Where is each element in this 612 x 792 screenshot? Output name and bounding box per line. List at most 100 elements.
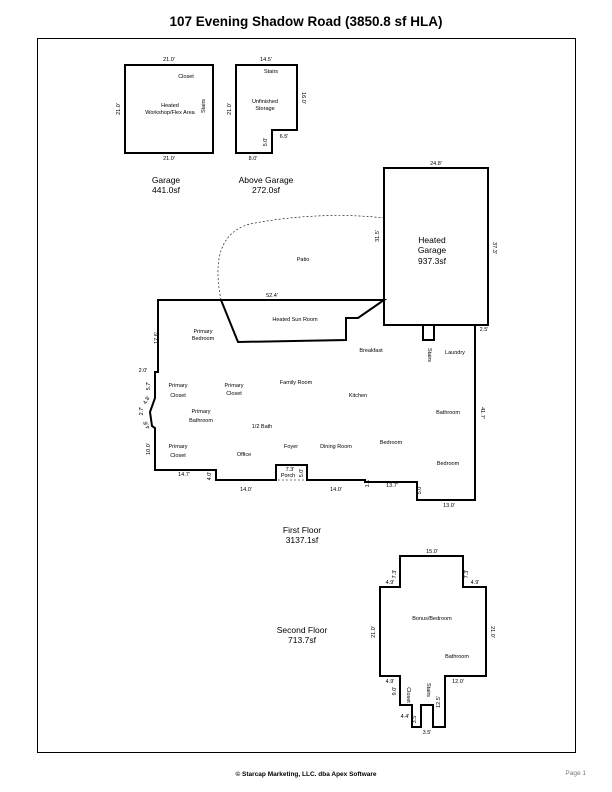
garage-dim-left: 21.0' [116,103,122,115]
sf-dim-tail-b: 3.5' [412,715,418,724]
room-bedroom-b: Bedroom [437,461,460,467]
room-laundry: Laundry [445,350,465,356]
room-kitchen: Kitchen [349,393,367,399]
ff-dim-garage-right: 37.3' [491,242,497,254]
sf-dim-right-notch-v: 7.3' [464,570,470,579]
room-half-bath: 1/2 Bath [252,424,273,430]
ff-dim-left-step: 2.0' [139,368,148,374]
sf-dim-bottom-right: 12.0' [452,679,464,685]
above-garage-room-storage-line2: Storage [255,106,274,112]
ff-dim-left-d: 4.8' [142,419,152,430]
ff-dim-left-b: 2.7' [139,407,145,416]
ff-dim-left-lower: 10.0' [146,443,152,455]
garage-room-stairs: Stairs [201,99,207,113]
above-garage-room-storage-line1: Unfinished [252,99,278,105]
above-garage-area: 272.0sf [252,185,281,195]
sf-room-stairs: Stairs [425,683,431,697]
room-primary-bathroom-line2: Bathroom [189,418,213,424]
room-sunroom: Heated Sun Room [272,317,318,323]
above-garage-outline [235,64,298,154]
second-floor-outline [379,555,487,728]
ff-dim-bottom-b: 4.0' [207,472,213,481]
room-primary-closet-c-line1: Primary [169,444,188,450]
sf-dim-top: 15.0' [426,549,438,555]
above-garage-room-stairs: Stairs [264,69,278,75]
first-floor-caption: First Floor [283,525,321,535]
sf-dim-left: 21.0' [371,626,377,638]
room-primary-bedroom-line1: Primary [194,329,213,335]
ff-dim-bottom-d: 14.0' [330,487,342,493]
garage-dim-bottom: 21.0' [163,156,175,162]
room-primary-closet-a-line1: Primary [169,383,188,389]
room-bedroom-a: Bedroom [380,440,403,446]
footer-copyright: © Starcap Marketing, LLC. dba Apex Softw… [235,771,377,778]
sf-dim-tail-c: 3.5' [423,730,432,736]
ff-dim-garage-left: 31.5' [375,230,381,242]
sf-dim-tail-a: 4.4' [401,714,410,720]
drawing-frame [37,38,576,753]
room-breakfast: Breakfast [359,348,383,354]
above-garage-dim-top: 14.5' [260,57,272,63]
sf-dim-right-notch-h: 4.9' [471,580,480,586]
above-garage-dim-step-v: 5.0' [263,138,269,147]
garage-area: 441.0sf [152,185,181,195]
ff-dim-left-a: 5.7' [146,382,152,391]
second-floor-area: 713.7sf [288,635,317,645]
ff-dim-garage-top: 24.8' [430,161,442,167]
garage-room-workshop-line1: Heated [161,103,179,109]
heated-garage-area: 937.3sf [418,256,447,266]
room-primary-bathroom-line1: Primary [192,409,211,415]
page-number: Page 1 [565,770,586,777]
ff-dim-bottom-g: 5.0' [417,486,423,495]
sf-dim-left-notch-h: 4.9' [386,580,395,586]
sf-room-closet: Closet [405,687,411,703]
ff-dim-bottom-h: 13.0' [443,503,455,509]
room-patio: Patio [297,257,310,263]
room-stairs: Stairs [426,348,432,362]
room-primary-closet-b-line2: Closet [226,391,242,397]
room-bathroom: Bathroom [436,410,460,416]
sf-dim-stairs-v: 12.5' [436,696,442,708]
sf-dim-right: 21.0' [489,626,495,638]
first-floor-outline [148,299,476,501]
sf-dim-left-notch-v: 7.3' [392,570,398,579]
room-foyer: Foyer [284,444,298,450]
above-garage-dim-bottom: 8.0' [249,156,258,162]
room-porch: Porch [281,473,295,479]
sunroom-outline [219,299,388,344]
ff-dim-bottom-e: 1.1' [365,479,371,488]
room-dining-room: Dining Room [320,444,352,450]
room-office: Office [237,452,251,458]
room-primary-closet-b-line1: Primary [225,383,244,389]
ff-dim-bottom-a: 14.7' [178,472,190,478]
room-primary-bedroom-line2: Bedroom [192,336,215,342]
sf-dim-closet-v: 9.0' [392,687,398,696]
first-floor-area: 3137.1sf [286,535,319,545]
garage-caption: Garage [152,175,181,185]
heated-garage-label-line2: Garage [418,245,447,255]
ff-dim-top-run: 52.4' [266,293,278,299]
ff-dim-left-upper: 17.6' [154,332,160,344]
ff-dim-bottom-c: 14.0' [240,487,252,493]
ff-dim-porch-w: 7.3' [286,467,295,473]
garage-room-workshop-line2: Workshop/Flex Area [145,110,195,116]
ff-dim-right-step: 2.5' [480,327,489,333]
above-garage-dim-step-h: 6.5' [280,134,289,140]
sf-dim-bottom-left: 4.9' [386,679,395,685]
garage-outline [124,64,214,154]
heated-garage-label-line1: Heated [418,235,446,245]
room-primary-closet-a-line2: Closet [170,393,186,399]
garage-room-closet: Closet [178,74,194,80]
ff-dim-left-c: 4.8' [142,395,152,406]
ff-dim-porch-h: 5.0' [299,469,305,478]
room-primary-closet-c-line2: Closet [170,453,186,459]
room-family-room: Family Room [280,380,313,386]
second-floor-caption: Second Floor [277,625,328,635]
sf-room-bathroom: Bathroom [445,654,469,660]
heated-garage-outline [383,167,489,326]
page-title: 107 Evening Shadow Road (3850.8 sf HLA) [169,14,443,29]
above-garage-dim-right: 16.0' [300,92,306,104]
ff-dim-bottom-f: 13.7' [386,483,398,489]
sf-room-bonus: Bonus/Bedroom [412,616,452,622]
